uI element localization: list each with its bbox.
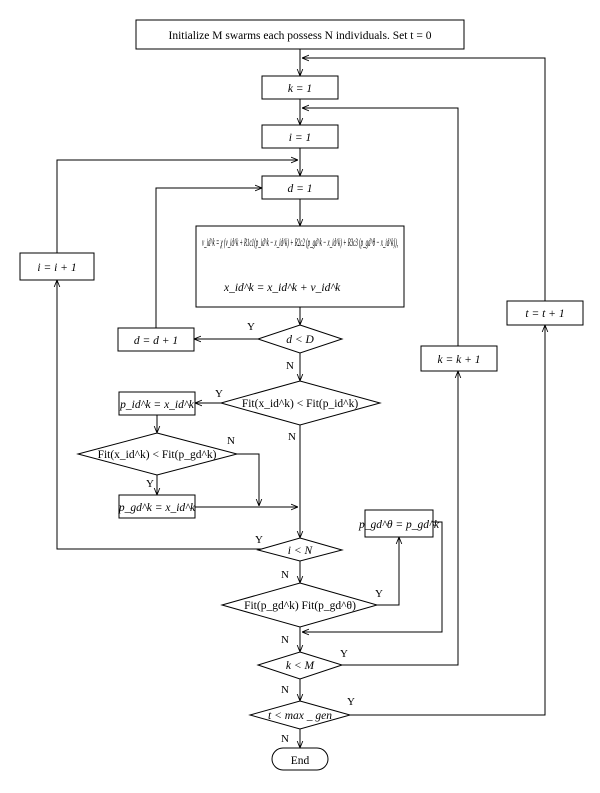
loop-t-yes xyxy=(349,325,545,716)
pbest-condition-text: Fit(x_id^k) < Fit(p_id^k) xyxy=(242,398,358,410)
i-condition-text: i < N xyxy=(288,545,314,557)
theta-assign-box: p_gd^θ = p_gd^k xyxy=(358,509,440,538)
theta-condition-diamond: Fit(p_gd^k) Fit(p_gd^θ) xyxy=(220,582,379,628)
arrow-theta-yes xyxy=(376,537,399,606)
pbest-condition-diamond: Fit(x_id^k) < Fit(p_id^k) xyxy=(219,380,382,426)
gbest-assign-text: p_gd^k = x_id^k xyxy=(118,502,196,514)
label-yes: Y xyxy=(215,388,223,400)
branch-labels: Y N Y N N Y Y N Y N Y N Y N xyxy=(146,321,383,745)
i-init-box: i = 1 xyxy=(261,124,339,149)
d-init-text: d = 1 xyxy=(287,183,312,195)
t-condition-text: t < max _ gen xyxy=(268,710,332,722)
d-increment-box: d = d + 1 xyxy=(117,327,195,352)
t-condition-diamond: t < max _ gen xyxy=(248,700,352,730)
gbest-condition-diamond: Fit(x_id^k) < Fit(p_gd^k) xyxy=(76,432,239,476)
i-condition-diamond: i < N xyxy=(256,537,344,562)
label-no: N xyxy=(227,435,235,447)
label-no: N xyxy=(281,733,289,745)
init-box: Initialize M swarms each possess N indiv… xyxy=(135,19,465,50)
velocity-update-box: v_id^k = χ (v_id^k + R1c1(p_id^k − x_id^… xyxy=(195,225,405,308)
k-init-text: k = 1 xyxy=(288,83,312,95)
loop-i-increment xyxy=(56,160,298,253)
label-yes: Y xyxy=(340,648,348,660)
label-yes: Y xyxy=(375,588,383,600)
label-no: N xyxy=(281,634,289,646)
label-no: N xyxy=(286,360,294,372)
k-condition-diamond: k < M xyxy=(256,651,344,680)
label-no: N xyxy=(281,684,289,696)
pbest-assign-box: p_id^k = x_id^k xyxy=(118,391,196,416)
k-condition-text: k < M xyxy=(286,660,316,672)
label-yes: Y xyxy=(247,321,255,333)
loop-k-increment xyxy=(302,108,459,346)
loop-d-increment xyxy=(155,188,262,328)
end-terminal: End xyxy=(271,747,329,771)
gbest-condition-text: Fit(x_id^k) < Fit(p_gd^k) xyxy=(98,449,217,461)
t-increment-box: t = t + 1 xyxy=(506,300,584,326)
k-init-box: k = 1 xyxy=(261,75,339,100)
label-yes: Y xyxy=(146,478,154,490)
k-increment-box: k = k + 1 xyxy=(420,345,498,372)
k-increment-text: k = k + 1 xyxy=(438,354,481,366)
end-text: End xyxy=(291,755,310,767)
label-yes: Y xyxy=(347,696,355,708)
d-condition-text: d < D xyxy=(286,334,314,346)
position-update-text: x_id^k = x_id^k + v_id^k xyxy=(223,282,341,294)
arrow-theta-assign-out xyxy=(302,521,443,632)
d-condition-diamond: d < D xyxy=(256,324,344,354)
d-init-box: d = 1 xyxy=(261,175,339,200)
label-no: N xyxy=(281,569,289,581)
i-increment-box: i = i + 1 xyxy=(19,252,95,281)
pbest-assign-text: p_id^k = x_id^k xyxy=(119,399,195,411)
theta-assign-text: p_gd^θ = p_gd^k xyxy=(358,519,440,531)
connectors xyxy=(57,49,545,748)
loop-i-yes xyxy=(57,280,262,550)
gbest-assign-box: p_gd^k = x_id^k xyxy=(118,494,196,519)
i-init-text: i = 1 xyxy=(289,132,311,144)
label-yes: Y xyxy=(255,534,263,546)
loop-t-increment xyxy=(302,58,546,301)
init-text: Initialize M swarms each possess N indiv… xyxy=(169,30,432,42)
d-increment-text: d = d + 1 xyxy=(134,335,178,347)
i-increment-text: i = i + 1 xyxy=(37,262,76,274)
theta-condition-text: Fit(p_gd^k) Fit(p_gd^θ) xyxy=(244,600,356,612)
arrow-gbest-no xyxy=(237,453,259,506)
loop-k-yes xyxy=(342,371,458,666)
velocity-update-text: v_id^k = χ (v_id^k + R1c1(p_id^k − x_id^… xyxy=(202,237,398,249)
t-increment-text: t = t + 1 xyxy=(525,308,564,320)
label-no: N xyxy=(288,431,296,443)
